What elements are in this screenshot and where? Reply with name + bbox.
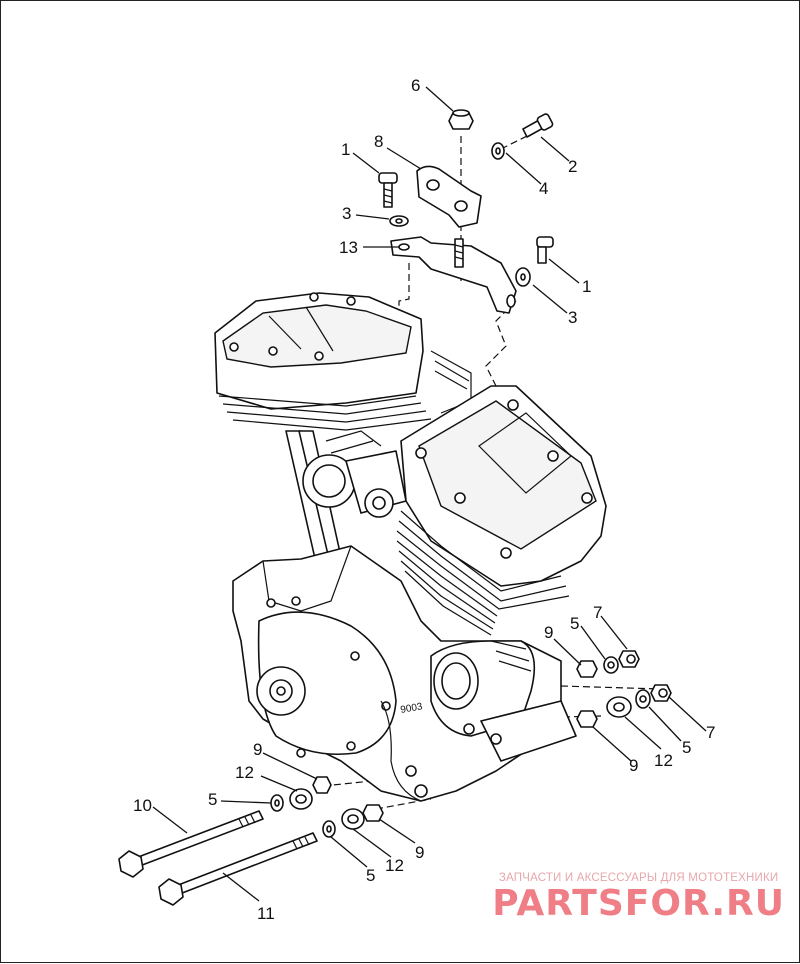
side-cover [257, 611, 397, 756]
callout-numbers: 6 8 1 2 4 3 13 1 3 7 5 9 7 5 12 9 9 12 5… [133, 76, 715, 923]
callout-11: 11 [257, 904, 275, 923]
bracket-13 [390, 236, 517, 314]
callout-9-left: 9 [253, 740, 262, 759]
callout-10: 10 [133, 796, 152, 815]
callout-13: 13 [339, 238, 358, 257]
top-mount-hardware [378, 109, 554, 314]
callout-3-right: 3 [568, 308, 577, 327]
engine-assembly: 9003 [214, 292, 607, 802]
leader-lines [152, 86, 707, 902]
spacer-9-left-upper [312, 776, 332, 794]
callout-7-upper: 7 [593, 603, 602, 622]
lower-mount-hardware [118, 776, 384, 906]
bolt-1-right [536, 236, 554, 248]
callout-7-lower: 7 [706, 723, 715, 742]
callout-9-upper: 9 [544, 623, 553, 642]
callout-2: 2 [568, 157, 577, 176]
callout-8: 8 [374, 132, 383, 151]
callout-12-left: 12 [235, 763, 254, 782]
watermark: ЗАПЧАСТИ И АКСЕССУАРЫ ДЛЯ МОТОТЕХНИКИ PA… [492, 872, 785, 922]
right-mount-hardware [576, 650, 672, 728]
callout-9-bottom: 9 [415, 843, 424, 862]
bolt-1-upper [378, 172, 398, 184]
callout-1-upper: 1 [341, 140, 350, 159]
spacer-9-lower [576, 710, 598, 728]
spacer-9-left-lower [362, 804, 384, 822]
callout-5-bottom: 5 [366, 866, 375, 885]
callout-1-right: 1 [582, 277, 591, 296]
callout-4: 4 [539, 179, 548, 198]
watermark-logo: PARTSFOR.RU [492, 883, 785, 924]
callout-9-lower: 9 [629, 756, 638, 775]
callout-3-upper: 3 [342, 204, 351, 223]
callout-6: 6 [411, 76, 420, 95]
watermark-tagline: ЗАПЧАСТИ И АКСЕССУАРЫ ДЛЯ МОТОТЕХНИКИ [498, 872, 779, 884]
bracket-8 [416, 165, 482, 228]
callout-12-lower: 12 [654, 751, 673, 770]
engine-stamp: 9003 [400, 701, 424, 716]
callout-5-lower: 5 [682, 738, 691, 757]
callout-5-left: 5 [208, 790, 217, 809]
callout-12-bottom: 12 [385, 856, 404, 875]
callout-5-upper: 5 [570, 614, 579, 633]
spacer-9-upper [576, 660, 598, 678]
bolt-10 [132, 810, 264, 868]
